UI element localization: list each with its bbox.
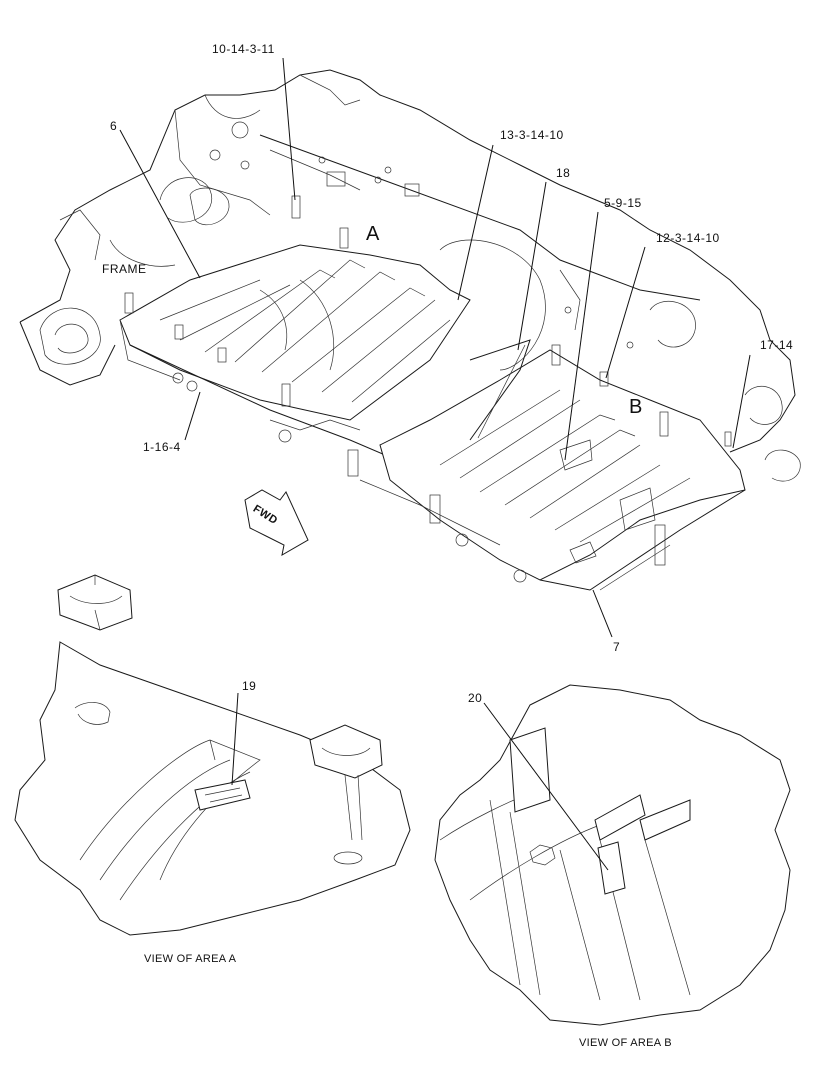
callout-1-16-4: 1-16-4 [143,440,181,454]
callout-20: 20 [468,691,483,705]
callout-leader-lines [119,57,751,871]
bracket-detail [57,574,133,631]
frame-label: FRAME [102,262,147,276]
forward-direction-arrow [244,489,309,556]
callout-12-3-14-10: 12-3-14-10 [656,231,720,245]
area-b-detail-view [434,684,791,1026]
view-area-a-caption: VIEW OF AREA A [144,953,237,965]
callout-18: 18 [556,166,571,180]
view-area-b-caption: VIEW OF AREA B [579,1037,672,1049]
callout-10-14-3-11: 10-14-3-11 [212,42,275,56]
rear-guard-plate [347,339,746,591]
area-a-detail-view [14,641,411,936]
area-b-marker: B [629,396,643,418]
machine-frame [19,69,801,482]
callout-17-14: 17-14 [760,338,794,352]
callout-6: 6 [110,119,118,133]
callout-13-3-14-10: 13-3-14-10 [500,128,564,142]
area-a-marker: A [366,223,380,245]
callout-7: 7 [613,640,621,654]
callout-5-9-15: 5-9-15 [604,196,642,210]
callout-19: 19 [242,679,257,693]
